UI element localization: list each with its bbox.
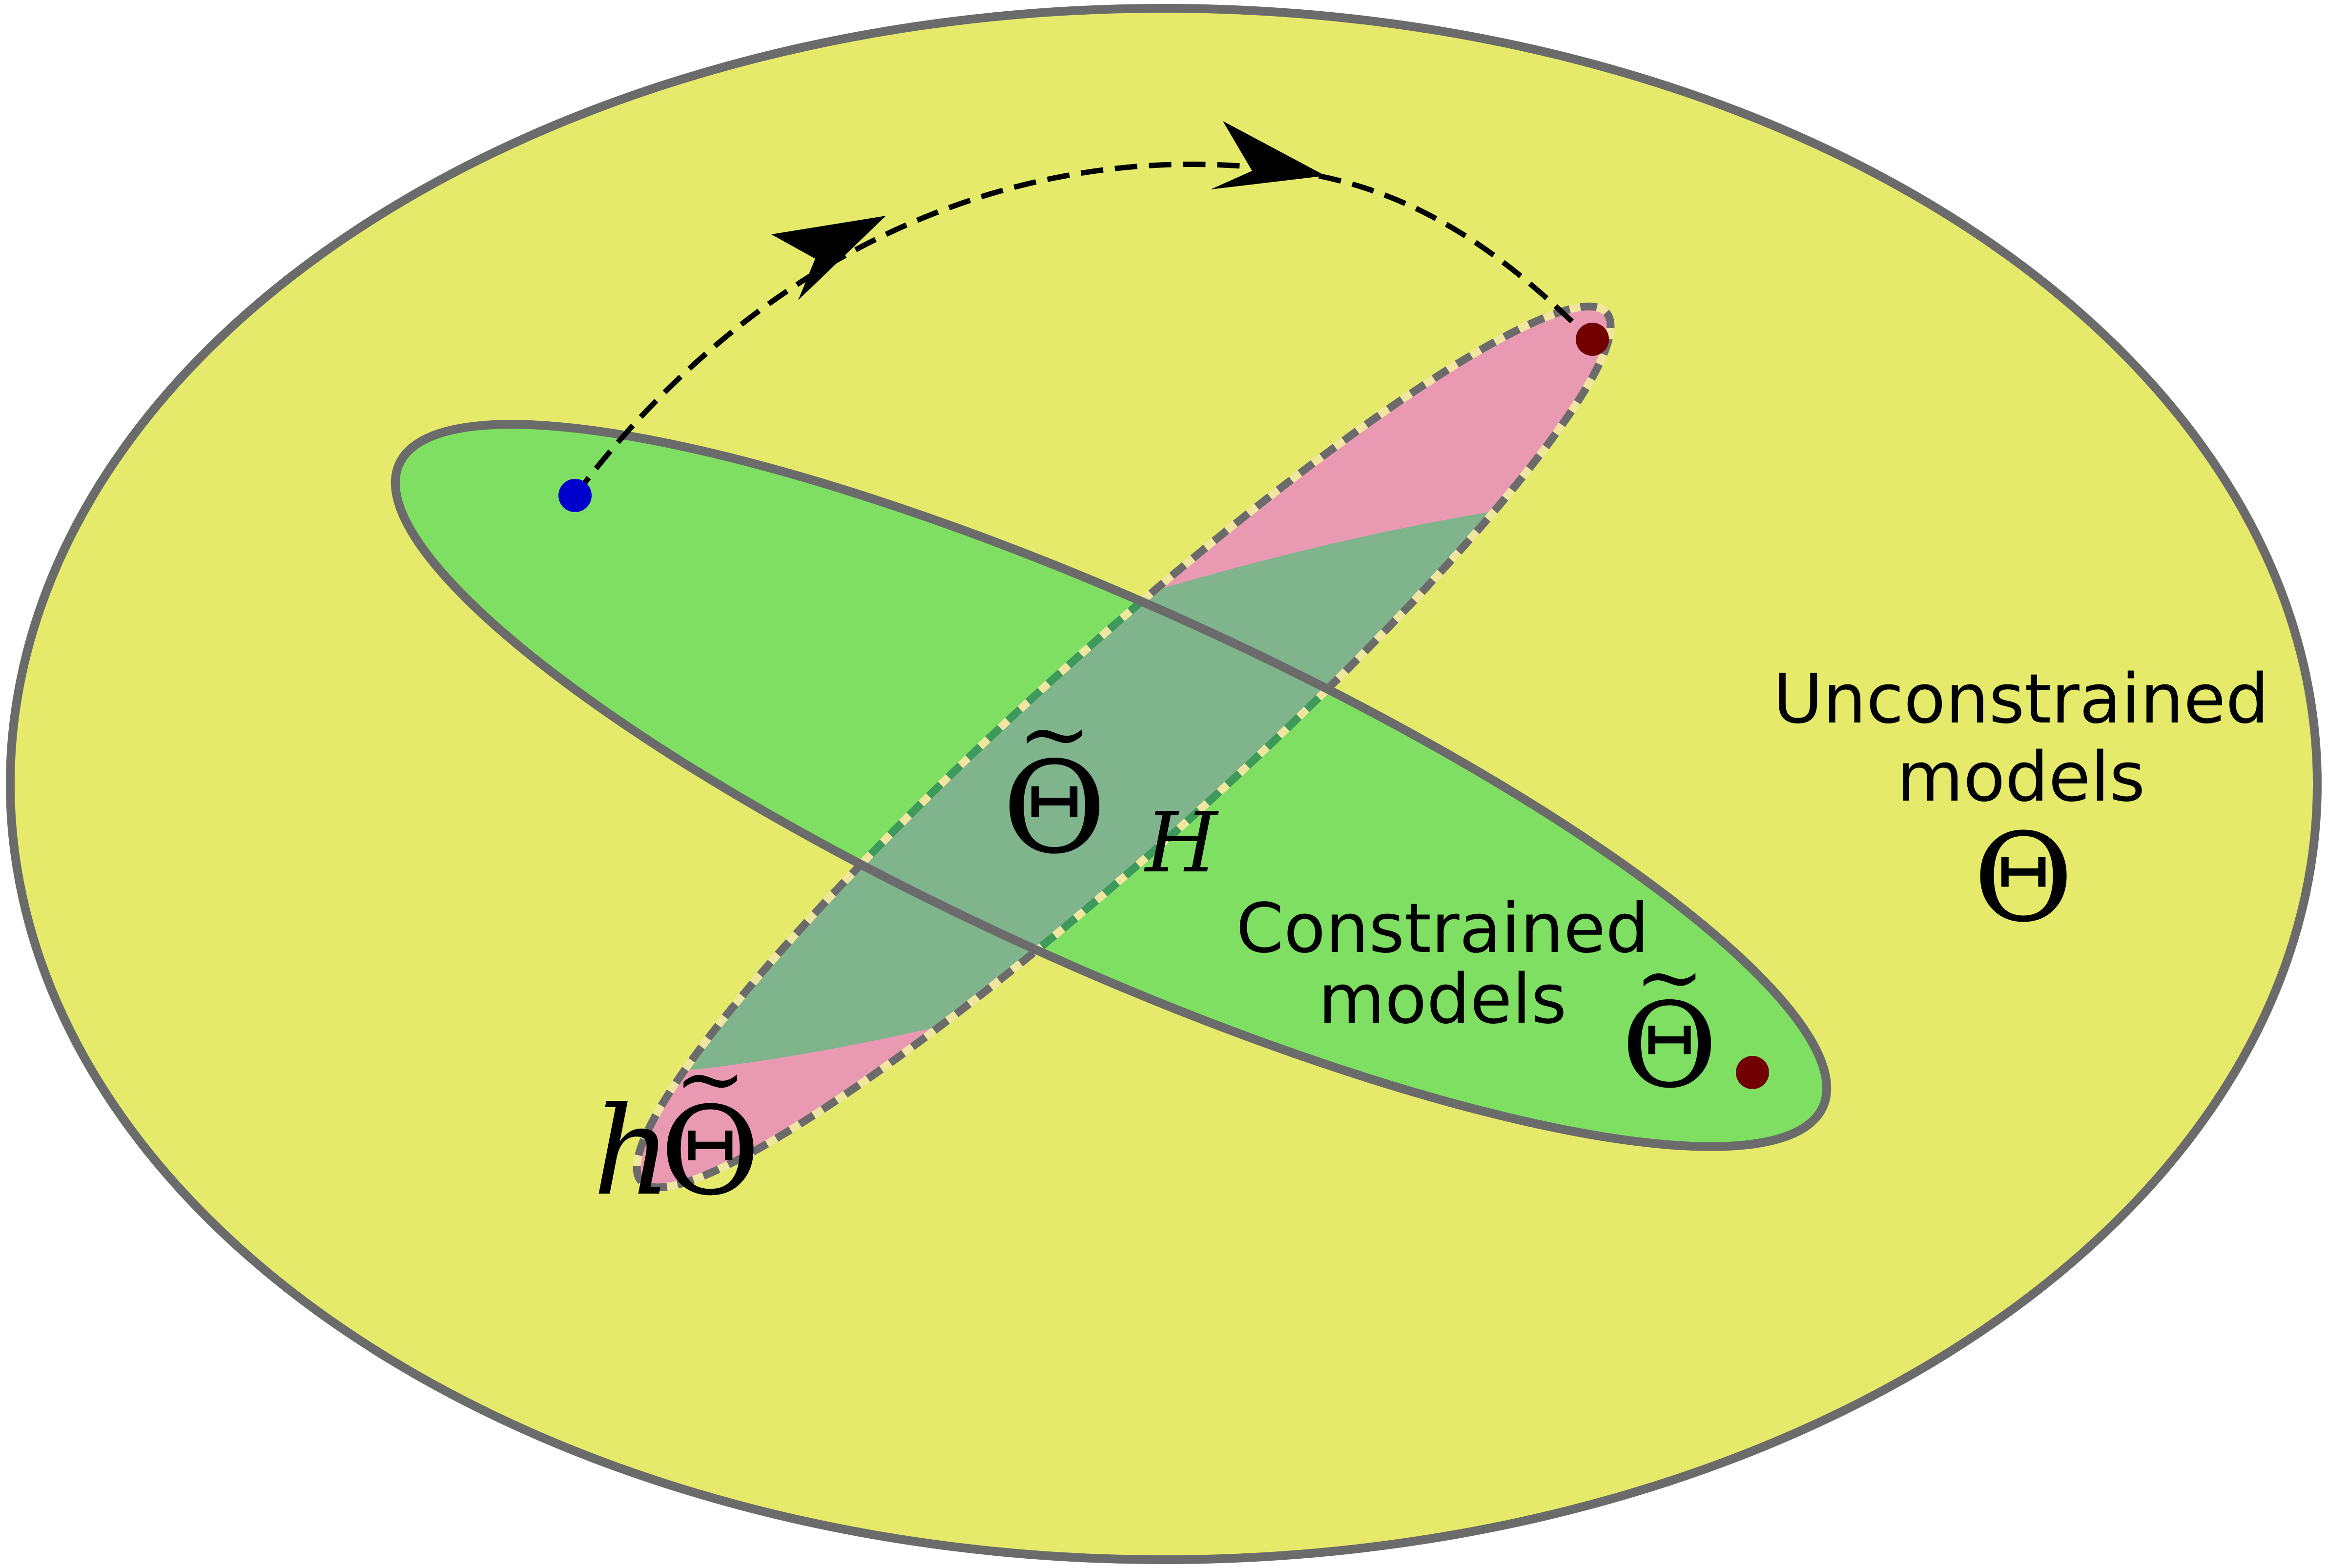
constrained-point-icon — [1736, 1056, 1769, 1089]
constrained-symbol: Θ — [1622, 977, 1718, 1114]
constrained-region-outline — [391, 420, 1832, 1151]
unconstrained-label-line1: Unconstrained — [1773, 660, 2269, 739]
dashed-arrow-path-icon — [573, 162, 1592, 497]
unconstrained-symbol: Θ — [1974, 807, 2074, 949]
arrowhead-second-icon — [1211, 121, 1325, 189]
unconstrained-label-line2: models — [1897, 738, 2145, 817]
blue-dot-icon — [558, 479, 592, 512]
transformed-prefix: h — [593, 1080, 671, 1222]
transformed-tilde: ~ — [675, 1030, 746, 1129]
constrained-label-line2: models — [1319, 960, 1567, 1039]
overlap-subscript: H — [1144, 795, 1219, 891]
dark-red-dot-icon — [1576, 323, 1609, 356]
constrained-label-line1: Constrained — [1236, 889, 1649, 969]
arrowhead-first-icon — [771, 216, 886, 300]
overlap-symbol: Θ — [1002, 735, 1106, 882]
overlap-tilde: ~ — [1018, 683, 1092, 785]
transformed-symbol: Θ — [660, 1080, 761, 1222]
constrained-tilde: ~ — [1635, 929, 1704, 1026]
